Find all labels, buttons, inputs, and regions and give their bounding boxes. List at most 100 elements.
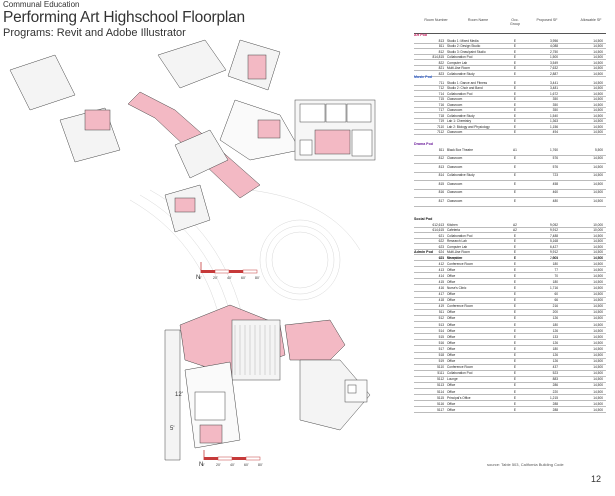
cell-room-name: Collaboration Pod — [447, 55, 473, 59]
cell-room-number: 822 — [438, 60, 444, 65]
cell-room-name: Classroom — [447, 181, 463, 186]
cell-proposed-sf: 723 — [552, 173, 558, 177]
cell-room-number: 712 — [438, 86, 444, 90]
scale-label-upper-3: 60' — [241, 276, 246, 280]
category-label: Communal Education — [3, 0, 80, 9]
cell-allowable-sf: 14,500 — [593, 365, 603, 370]
cell-room-number: 623 — [438, 244, 444, 249]
cell-room-number: 517 — [438, 346, 444, 351]
cell-room-name: Conference Room — [447, 304, 473, 309]
cell-room-name: Lab 1: Chemistry — [447, 119, 472, 123]
cell-occ-group: E — [513, 359, 517, 364]
cell-occ-group: E — [513, 164, 517, 169]
cell-occ-group: E — [513, 298, 517, 303]
cell-room-number: 7110 — [437, 124, 444, 129]
cell-room-number: 5115 — [437, 395, 444, 400]
cell-occ-group: E — [513, 389, 517, 394]
cell-room-name: Lounge — [447, 377, 458, 382]
cell-proposed-sf: 1,156 — [550, 124, 558, 129]
north-indicator-lower: N — [199, 462, 204, 468]
cell-room-number: 714 — [438, 91, 444, 96]
cell-room-name: Classroom — [447, 97, 463, 101]
cell-allowable-sf: 14,500 — [593, 328, 603, 333]
source-note: source: Table 503, California Building C… — [487, 462, 564, 467]
cell-allowable-sf: 14,500 — [593, 267, 603, 272]
cell-proposed-sf: 288 — [552, 401, 558, 406]
cell-allowable-sf: 14,500 — [593, 310, 603, 315]
cell-proposed-sf: 180 — [552, 279, 558, 284]
cell-room-number: 514 — [438, 328, 444, 333]
cell-room-number: 823 — [438, 71, 444, 76]
cell-allowable-sf: 14,500 — [593, 181, 603, 186]
cell-proposed-sf: 1,215 — [550, 395, 558, 400]
header-occ-group: Occ. Group — [510, 18, 520, 26]
cell-room-name: Office — [447, 346, 456, 351]
cell-occ-group: E — [513, 316, 517, 321]
cell-room-number: 625 — [438, 255, 444, 260]
cell-allowable-sf: 14,500 — [593, 86, 603, 90]
section-title: Admin Pod — [414, 250, 433, 254]
cell-allowable-sf: 14,500 — [593, 198, 603, 203]
cell-room-name: Classroom — [447, 130, 463, 134]
cell-room-name: Collaborative Study — [447, 113, 475, 118]
cell-room-name: Collaborative Study — [447, 173, 475, 177]
cell-room-number: 414 — [438, 273, 444, 278]
cell-room-number: 411 — [438, 255, 444, 260]
cell-proposed-sf: 523 — [552, 371, 558, 376]
cell-allowable-sf: 14,500 — [593, 173, 603, 177]
cell-occ-group: E — [513, 383, 517, 388]
cell-room-number: 7112 — [437, 130, 444, 134]
cell-occ-group: E — [513, 190, 517, 194]
cell-allowable-sf: 14,500 — [593, 279, 603, 284]
cell-room-number: 624 — [438, 250, 444, 254]
cell-proposed-sf: 126 — [552, 340, 558, 345]
north-indicator-upper: N — [196, 275, 201, 281]
cell-occ-group: E — [513, 328, 517, 333]
cell-allowable-sf: 14,500 — [593, 244, 603, 249]
cell-proposed-sf: 437 — [552, 365, 558, 370]
cell-allowable-sf: 14,500 — [593, 359, 603, 364]
cell-allowable-sf: 14,500 — [593, 255, 603, 260]
cell-proposed-sf: 9,052 — [550, 222, 558, 227]
cell-room-number: 817 — [438, 198, 444, 203]
cell-room-name: Kitchen — [447, 222, 458, 227]
cell-proposed-sf: 200 — [552, 310, 558, 315]
cell-room-name: Research Lab — [447, 239, 467, 243]
cell-occ-group: E — [513, 239, 517, 243]
cell-allowable-sf: 14,500 — [593, 55, 603, 59]
floorplan-drawings: 12' 5' — [9, 39, 376, 461]
cell-room-name: Classroom — [447, 108, 463, 112]
cell-occ-group: E — [513, 113, 517, 118]
section-title: Social Pod — [414, 217, 433, 221]
cell-occ-group: E — [513, 124, 517, 129]
cell-room-name: Office — [447, 389, 456, 394]
cell-proposed-sf: 60 — [554, 292, 558, 297]
cell-occ-group: E — [513, 365, 517, 370]
cell-room-number: 821 — [438, 66, 444, 70]
cell-room-number: 711 — [438, 80, 444, 85]
cell-occ-group: E — [513, 66, 517, 70]
cell-room-number: 717 — [438, 108, 444, 112]
cell-occ-group: E — [513, 395, 517, 400]
cell-occ-group: E — [513, 279, 517, 284]
cell-room-number: 813 — [438, 164, 444, 169]
cell-allowable-sf: 14,500 — [593, 91, 603, 96]
